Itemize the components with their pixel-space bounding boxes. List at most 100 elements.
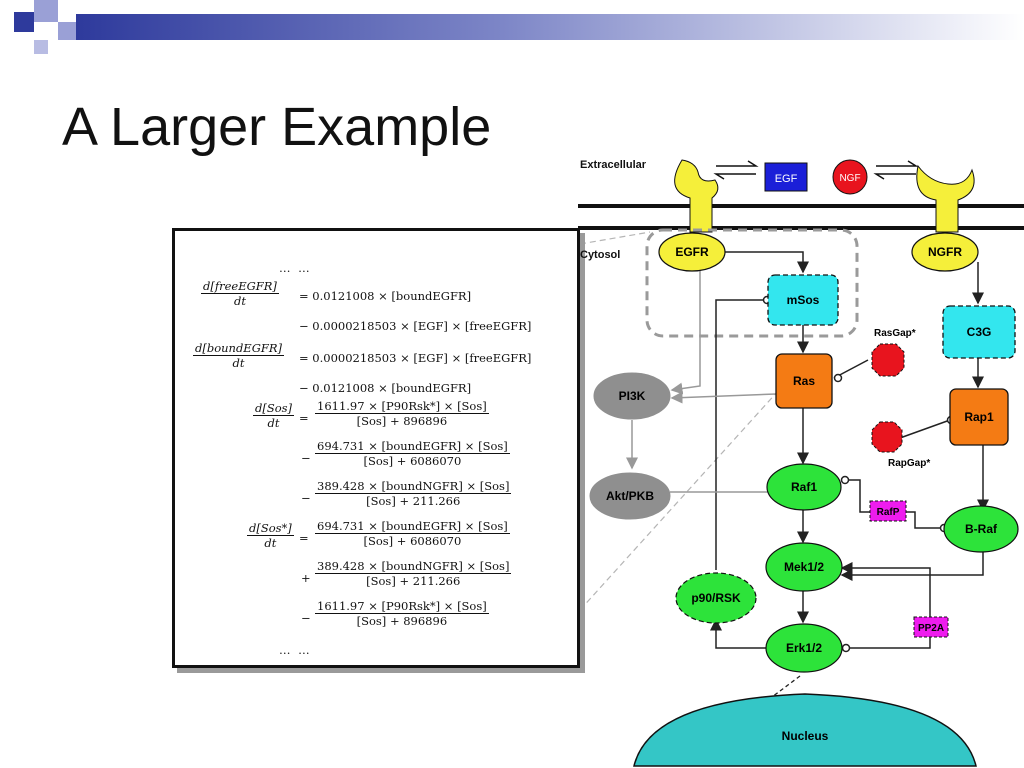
eq4-term1-num: 694.731 × [boundEGFR] × [Sos] [315,519,510,534]
equilibrium-arrows-left [713,160,759,180]
eq3-lhs: d[Sos] dt [253,401,295,430]
ngfr-receptor-cup [916,164,975,233]
eq4-minus: − [301,611,311,625]
eq3-term1: 1611.97 × [P90Rsk*] × [Sos][Sos] + 89689… [315,399,489,428]
eq4-term1-den: [Sos] + 6086070 [363,534,462,548]
eq4-lhs-numerator: d[Sos*] [247,521,294,536]
eq3-term3-num: 389.428 × [boundNGFR] × [Sos] [315,479,512,494]
extracellular-label: Extracellular [580,159,647,171]
eq4-term3: 1611.97 × [P90Rsk*] × [Sos][Sos] + 89689… [315,599,489,628]
eq3-term2-den: [Sos] + 6086070 [363,454,462,468]
eq2-lhs: d[boundEGFR] dt [193,341,285,370]
akt-label: Akt/PKB [606,489,654,503]
ngf-label: NGF [839,173,860,184]
c3g-label: C3G [967,325,992,339]
ras-node [775,353,833,409]
equilibrium-arrows-right [873,160,919,180]
ngfr-node [911,232,979,272]
p90rsk-label: p90/RSK [691,591,741,605]
eq3-minus-1: − [301,451,311,465]
rafp-node [869,500,907,522]
c3g-node [942,305,1016,359]
eq2-line2: − 0.0121008 × [boundEGFR] [299,381,472,395]
p90rsk-node [675,572,757,624]
msos-node [767,274,839,326]
akt-node [589,472,671,520]
egfr-complex-group [645,228,859,338]
eq4-equals: = [299,531,309,545]
eq4-lhs-denominator: dt [264,536,277,550]
mek-label: Mek1/2 [784,560,824,574]
egf-label: EGF [775,173,798,185]
eq1-line1: = 0.0121008 × [boundEGFR] [299,289,472,303]
eq4-term2-den: [Sos] + 211.266 [366,574,461,588]
mek-node [765,542,843,592]
slide-title: A Larger Example [62,97,492,157]
ellipsis-bottom: … … [279,643,312,657]
egfr-receptor-cup [674,159,719,233]
eq4-term1: 694.731 × [boundEGFR] × [Sos][Sos] + 608… [315,519,510,548]
eq4-term3-den: [Sos] + 896896 [356,614,448,628]
ras-label: Ras [793,374,815,388]
ngfr-label: NGFR [928,245,962,259]
eq4-term3-num: 1611.97 × [P90Rsk*] × [Sos] [315,599,489,614]
rap1-node [949,388,1009,446]
gray-edges [626,270,777,493]
eq3-term3-den: [Sos] + 211.266 [366,494,461,508]
braf-node [943,505,1019,553]
pi3k-node [593,372,671,420]
pathway-edges [710,251,989,649]
egf-ligand [764,162,808,192]
eq3-term2-num: 694.731 × [boundEGFR] × [Sos] [315,439,510,454]
eq4-term2-num: 389.428 × [boundNGFR] × [Sos] [315,559,512,574]
rapgap-label: RapGap* [888,458,930,469]
eq1-lhs: d[freeEGFR] dt [201,279,279,308]
equations-panel: … … d[freeEGFR] dt = 0.0121008 × [boundE… [172,228,580,668]
eq2-lhs-numerator: d[boundEGFR] [193,341,285,356]
ngf-ligand [832,159,868,195]
eq3-minus-2: − [301,491,311,505]
braf-label: B-Raf [965,522,998,536]
rasgap-node [871,343,905,377]
eq3-lhs-denominator: dt [267,416,280,430]
rapgap-node [871,421,903,453]
nucleus-label: Nucleus [782,729,829,743]
ellipsis-top: … … [279,261,312,275]
eq3-term1-den: [Sos] + 896896 [356,414,448,428]
rap1-label: Rap1 [964,410,994,424]
eq4-term2: 389.428 × [boundNGFR] × [Sos][Sos] + 211… [315,559,512,588]
erk-node [765,623,843,673]
eq3-term3: 389.428 × [boundNGFR] × [Sos][Sos] + 211… [315,479,512,508]
eq2-lhs-denominator: dt [232,356,245,370]
eq4-lhs: d[Sos*] dt [247,521,294,550]
pp2a-node [913,616,949,638]
msos-label: mSos [787,293,820,307]
eq3-lhs-numerator: d[Sos] [253,401,295,416]
raf1-label: Raf1 [791,480,817,494]
eq4-plus: + [301,571,311,585]
decor-square-light [58,22,76,40]
nucleus-shape [633,693,977,767]
eq3-equals: = [299,411,309,425]
cytosol-label: Cytosol [580,249,620,261]
erk-label: Erk1/2 [786,641,822,655]
pi3k-label: PI3K [619,389,646,403]
eq3-term2: 694.731 × [boundEGFR] × [Sos][Sos] + 608… [315,439,510,468]
egfr-label: EGFR [675,245,709,259]
eq1-line2: − 0.0000218503 × [EGF] × [freeEGFR] [299,319,532,333]
title-accent-bar [76,14,1024,40]
eq3-term1-num: 1611.97 × [P90Rsk*] × [Sos] [315,399,489,414]
decor-square-dark [14,12,34,32]
egfr-node [658,232,726,272]
raf1-node [766,463,842,511]
eq1-lhs-numerator: d[freeEGFR] [201,279,279,294]
decor-square-light [34,0,58,22]
eq1-lhs-denominator: dt [233,294,246,308]
eq2-line1: = 0.0000218503 × [EGF] × [freeEGFR] [299,351,532,365]
rafp-label: RafP [877,507,900,518]
decor-square-light [34,40,48,54]
pp2a-label: PP2A [918,623,944,634]
rasgap-label: RasGap* [874,328,916,339]
